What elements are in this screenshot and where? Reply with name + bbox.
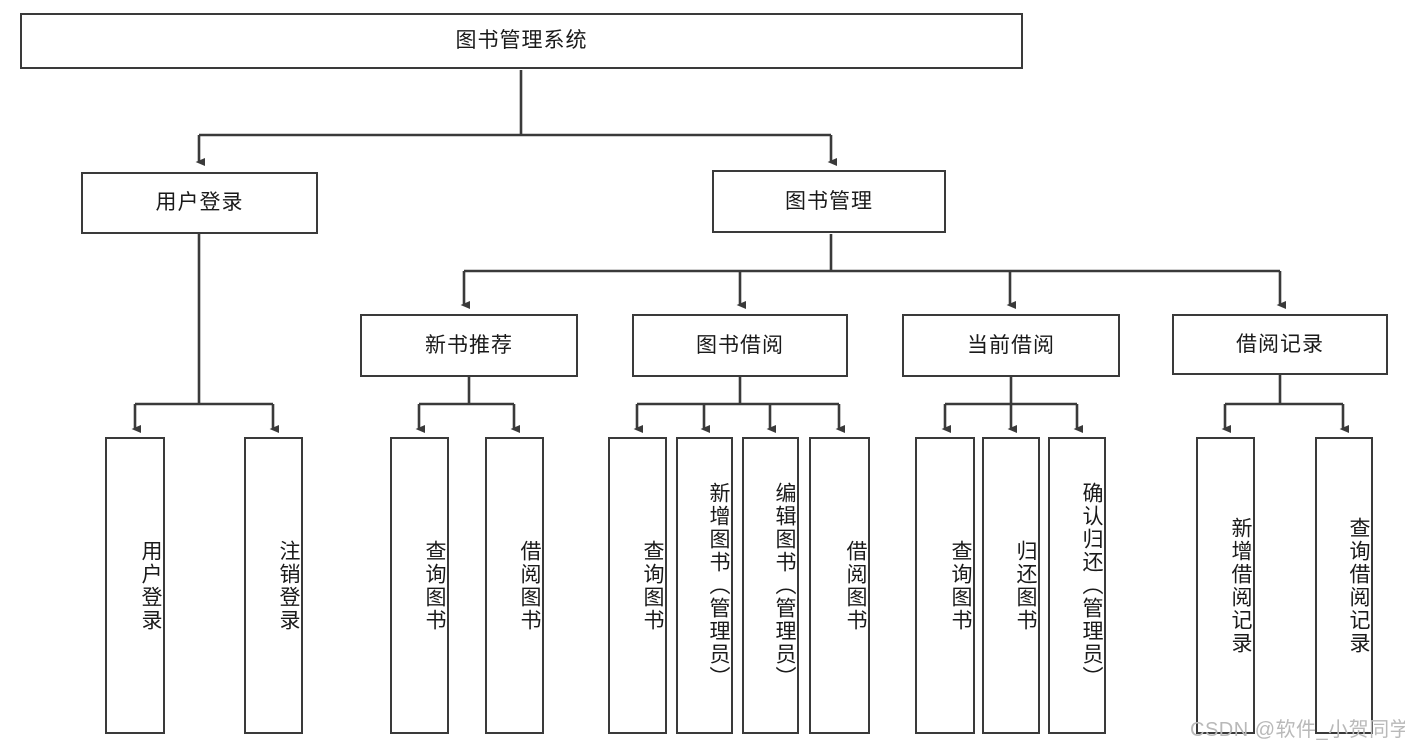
node-label: 新增借阅记录 xyxy=(1229,516,1252,655)
leaf-add-book-admin[interactable]: 新增图书（管理员） xyxy=(676,437,733,734)
leaf-user-login[interactable]: 用户登录 xyxy=(105,437,165,734)
node-label: 图书借阅 xyxy=(696,333,784,357)
node-root-system[interactable]: 图书管理系统 xyxy=(20,13,1023,69)
node-label: 借阅记录 xyxy=(1236,332,1324,356)
leaf-confirm-return-admin[interactable]: 确认归还（管理员） xyxy=(1048,437,1106,734)
node-label: 注销登录 xyxy=(277,539,300,632)
node-label: 新增图书（管理员） xyxy=(707,482,730,689)
node-new-book-recommend[interactable]: 新书推荐 xyxy=(360,314,578,377)
csdn-watermark: CSDN @软件_小贺同学 xyxy=(1190,719,1405,741)
node-label: 确认归还（管理员） xyxy=(1080,482,1103,689)
node-label: 用户登录 xyxy=(155,191,244,215)
node-label: 图书管理系统 xyxy=(455,29,588,53)
leaf-query-borrow-record[interactable]: 查询借阅记录 xyxy=(1315,437,1373,734)
leaf-query-book-borrow[interactable]: 查询图书 xyxy=(608,437,667,734)
node-label: 借阅图书 xyxy=(844,539,867,632)
leaf-return-book[interactable]: 归还图书 xyxy=(982,437,1040,734)
node-label: 图书管理 xyxy=(785,189,873,213)
leaf-query-book-current[interactable]: 查询图书 xyxy=(915,437,975,734)
node-label: 归还图书 xyxy=(1014,539,1037,632)
node-label: 当前借阅 xyxy=(967,333,1055,357)
node-book-management[interactable]: 图书管理 xyxy=(712,170,946,233)
leaf-edit-book-admin[interactable]: 编辑图书（管理员） xyxy=(742,437,799,734)
node-label: 查询借阅记录 xyxy=(1347,516,1370,655)
leaf-logout[interactable]: 注销登录 xyxy=(244,437,303,734)
node-label: 用户登录 xyxy=(139,539,162,632)
leaf-query-book-recommend[interactable]: 查询图书 xyxy=(390,437,449,734)
node-label: 查询图书 xyxy=(423,539,446,632)
node-label: 新书推荐 xyxy=(425,333,513,357)
node-current-borrow[interactable]: 当前借阅 xyxy=(902,314,1120,377)
node-label: 查询图书 xyxy=(641,539,664,632)
node-book-borrow[interactable]: 图书借阅 xyxy=(632,314,848,377)
leaf-add-borrow-record[interactable]: 新增借阅记录 xyxy=(1196,437,1255,734)
node-label: 查询图书 xyxy=(949,539,972,632)
node-borrow-record[interactable]: 借阅记录 xyxy=(1172,314,1388,375)
leaf-borrow-book[interactable]: 借阅图书 xyxy=(809,437,870,734)
leaf-borrow-book-recommend[interactable]: 借阅图书 xyxy=(485,437,544,734)
node-label: 借阅图书 xyxy=(518,539,541,632)
node-label: 编辑图书（管理员） xyxy=(773,482,796,689)
node-user-login[interactable]: 用户登录 xyxy=(81,172,318,234)
